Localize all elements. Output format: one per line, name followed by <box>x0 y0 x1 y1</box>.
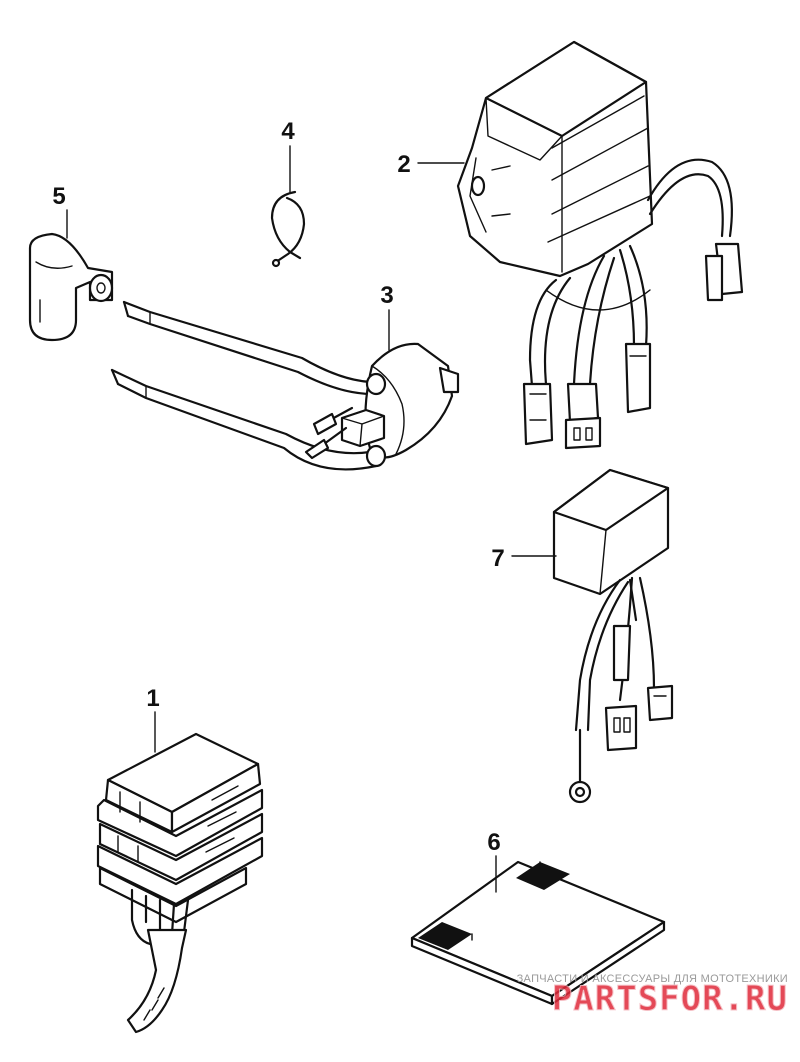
watermark-logo: PARTSFOR.RU <box>552 979 788 1019</box>
watermark: ЗАПЧАСТИ И АКСЕССУАРЫ ДЛЯ МОТОТЕХНИКИ PA… <box>517 973 788 1020</box>
callout-label: 6 <box>487 829 500 856</box>
callout-4: 4 <box>281 118 295 193</box>
cdi-unit <box>456 40 744 450</box>
voltage-regulator <box>96 732 264 1034</box>
callout-label: 2 <box>397 151 410 178</box>
callout-label: 1 <box>146 685 159 712</box>
callout-label: 7 <box>491 545 504 572</box>
callout-3: 3 <box>380 282 394 351</box>
callout-label: 5 <box>52 183 65 210</box>
adhesive-pad <box>410 860 666 1006</box>
callout-1: 1 <box>146 685 160 753</box>
callout-5: 5 <box>52 183 68 239</box>
callout-label: 3 <box>380 282 393 309</box>
callout-7: 7 <box>491 545 557 572</box>
callout-2: 2 <box>397 151 465 178</box>
callout-label: 4 <box>281 118 295 145</box>
spark-plug-cap <box>28 232 114 342</box>
callout-6: 6 <box>487 829 501 893</box>
relay-unit <box>552 468 674 804</box>
watermark-tagline: ЗАПЧАСТИ И АКСЕССУАРЫ ДЛЯ МОТОТЕХНИКИ <box>517 973 788 985</box>
wire-clip <box>270 190 306 268</box>
ignition-coil <box>110 300 460 471</box>
